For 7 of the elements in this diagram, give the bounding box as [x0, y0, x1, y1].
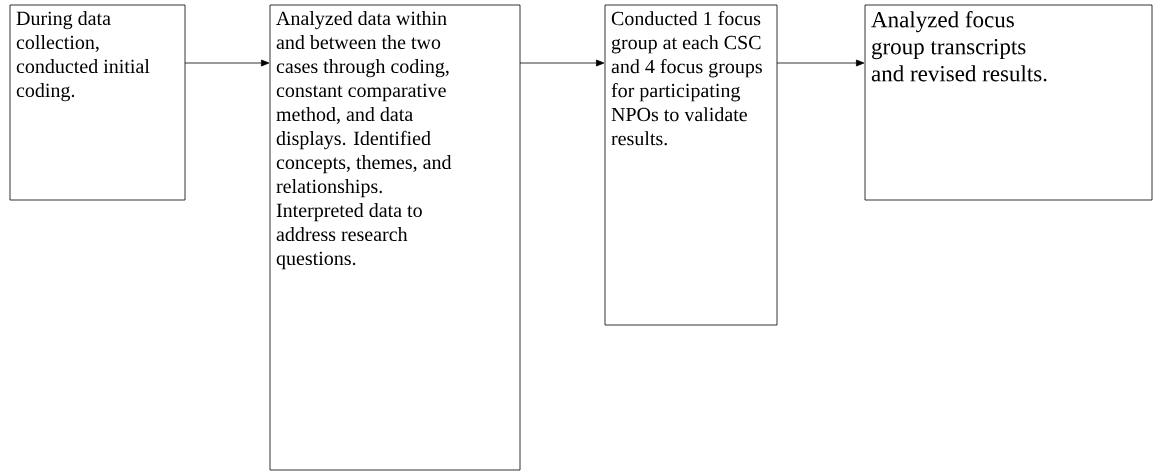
process-box: Analyzed focus group transcripts and revised results. — [864, 4, 1153, 201]
arrow — [519, 59, 605, 67]
process-box: Conducted 1 focus group at each CSC and 4 focus groups for participating NPOs to validate results. — [604, 4, 778, 326]
process-box: Analyzed data within and between the two cases through coding, constant comparative method, and data displays. Identified concepts, themes, and relationships. Interpreted data to address research questions. — [269, 4, 521, 471]
arrow — [776, 59, 865, 67]
process-box: During data collection, conducted initial coding. — [9, 4, 186, 201]
arrow — [184, 59, 270, 67]
